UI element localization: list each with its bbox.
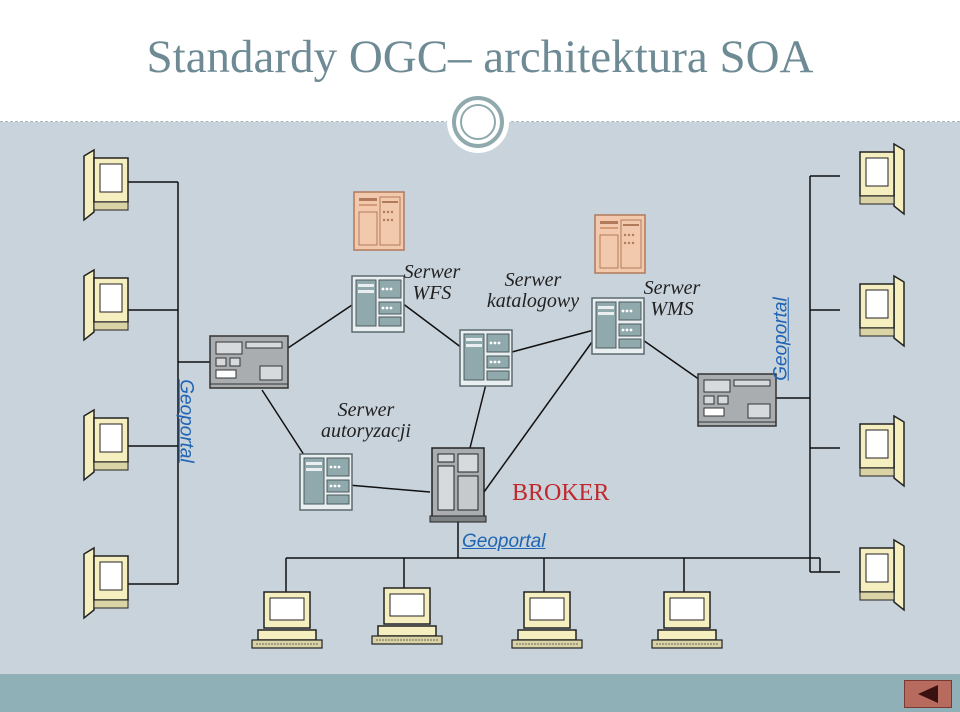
- footer-bar: [0, 674, 960, 712]
- geoportal-link-bottom[interactable]: Geoportal: [462, 531, 546, 552]
- catalog-label-line2: katalogowy: [486, 290, 580, 312]
- bottom-terminal-2-icon: [371, 587, 443, 645]
- right-gateway-icon: [697, 373, 777, 427]
- left-gateway-icon: [209, 335, 289, 389]
- wfs-metadata-icon: [353, 191, 405, 251]
- wms-label-line1: Serwer: [643, 277, 701, 299]
- bottom-terminal-3-icon: [511, 591, 583, 649]
- catalog-label-line1: Serwer: [504, 269, 562, 291]
- wms-label-line2: WMS: [650, 298, 694, 320]
- left-workstation-4-icon: [83, 547, 129, 619]
- bottom-terminal-4-icon: [651, 591, 723, 649]
- back-button[interactable]: [904, 680, 952, 708]
- right-workstation-3-icon: [859, 415, 905, 487]
- ring-icon: [447, 91, 509, 153]
- wms-metadata-icon: [594, 214, 646, 274]
- triangle-left-icon: [918, 685, 938, 703]
- network-links: [110, 175, 840, 592]
- bottom-terminal-1-icon: [251, 591, 323, 649]
- left-workstation-1-icon: [83, 149, 129, 221]
- page-title: Standardy OGC– architektura SOA: [146, 31, 814, 83]
- geoportal-link-left[interactable]: Geoportal: [175, 379, 197, 463]
- right-workstation-1-icon: [859, 143, 905, 215]
- wfs-label-line1: Serwer: [403, 261, 461, 283]
- geoportal-link-right[interactable]: Geoportal: [770, 297, 792, 381]
- left-workstation-3-icon: [83, 409, 129, 481]
- wms-server-label: Serwer WMS: [634, 278, 710, 320]
- wfs-label-line2: WFS: [412, 282, 452, 304]
- auth-server-label: Serwer autoryzacji: [310, 400, 422, 442]
- right-workstation-2-icon: [859, 275, 905, 347]
- broker-label: BROKER: [512, 480, 610, 506]
- auth-label-line1: Serwer: [337, 399, 395, 421]
- left-workstation-2-icon: [83, 269, 129, 341]
- auth-label-line2: autoryzacji: [321, 420, 411, 442]
- auth-server-icon: [299, 453, 353, 511]
- right-workstation-4-icon: [859, 539, 905, 611]
- wfs-server-label: Serwer WFS: [394, 262, 470, 304]
- catalog-server-icon: [459, 329, 513, 387]
- broker-server-icon: [429, 447, 487, 523]
- catalog-server-label: Serwer katalogowy: [474, 270, 592, 312]
